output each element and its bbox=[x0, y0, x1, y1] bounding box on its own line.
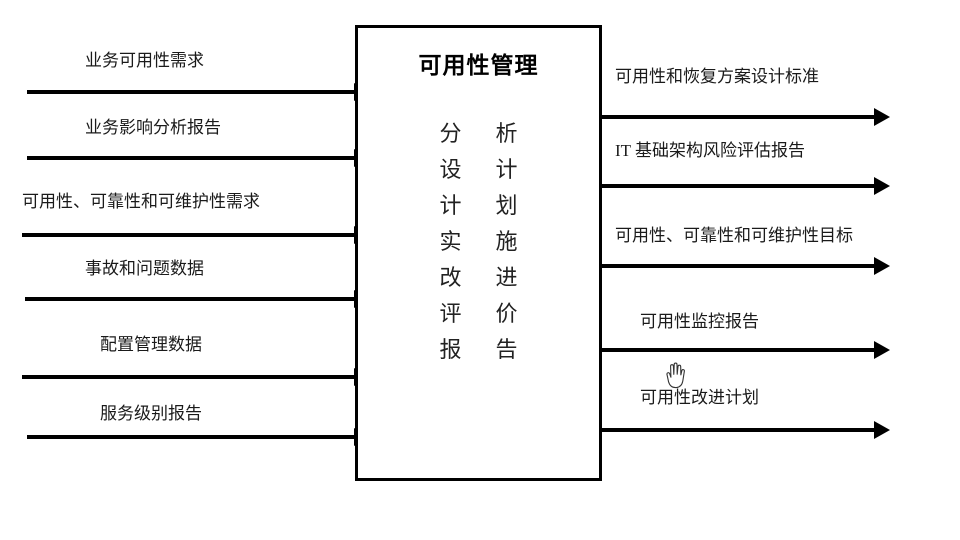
output-flow-label: 可用性监控报告 bbox=[640, 312, 759, 331]
activity-char-left: 实 bbox=[439, 230, 462, 255]
input-flow-line bbox=[22, 233, 354, 237]
activity-char-left: 计 bbox=[439, 194, 462, 219]
output-flow-label: 可用性改进计划 bbox=[640, 388, 759, 407]
activity-char-left: 分 bbox=[439, 122, 462, 147]
activity-char-right: 划 bbox=[495, 194, 518, 219]
activity-char-left: 设 bbox=[439, 158, 462, 183]
input-flow-label: 事故和问题数据 bbox=[85, 259, 204, 278]
activity-row: 实施 bbox=[358, 222, 599, 258]
activity-char-left: 报 bbox=[439, 338, 462, 363]
availability-management-process-box: 可用性管理 分析设计计划实施改进评价报告 bbox=[355, 25, 602, 481]
activity-list: 分析设计计划实施改进评价报告 bbox=[358, 114, 599, 366]
input-flow-line bbox=[27, 435, 354, 439]
activity-row: 报告 bbox=[358, 330, 599, 366]
output-flow-line bbox=[602, 428, 874, 432]
output-flow-line bbox=[602, 115, 874, 119]
activity-char-right: 计 bbox=[495, 158, 518, 183]
input-flow-label: 配置管理数据 bbox=[100, 335, 202, 354]
input-flow-label: 业务影响分析报告 bbox=[85, 118, 221, 137]
activity-char-left: 评 bbox=[439, 302, 462, 327]
output-flow-line bbox=[602, 348, 874, 352]
activity-char-right: 价 bbox=[495, 302, 518, 327]
input-flow-label: 业务可用性需求 bbox=[85, 51, 204, 70]
output-flow-line bbox=[602, 184, 874, 188]
input-flow-label: 可用性、可靠性和可维护性需求 bbox=[22, 192, 260, 211]
process-box-title: 可用性管理 bbox=[418, 53, 539, 79]
activity-row: 设计 bbox=[358, 150, 599, 186]
output-flow-line bbox=[602, 264, 874, 268]
hand-cursor-icon bbox=[662, 361, 688, 391]
input-flow-label: 服务级别报告 bbox=[100, 404, 202, 423]
output-flow-arrowhead-icon bbox=[874, 108, 890, 126]
input-flow-line bbox=[22, 375, 354, 379]
activity-char-right: 告 bbox=[495, 338, 518, 363]
output-flow-arrowhead-icon bbox=[874, 177, 890, 195]
activity-row: 分析 bbox=[358, 114, 599, 150]
output-flow-label: IT 基础架构风险评估报告 bbox=[615, 141, 805, 160]
output-flow-label: 可用性、可靠性和可维护性目标 bbox=[615, 226, 853, 245]
activity-char-right: 析 bbox=[495, 122, 518, 147]
input-flow-line bbox=[25, 297, 354, 301]
output-flow-arrowhead-icon bbox=[874, 257, 890, 275]
output-flow-label: 可用性和恢复方案设计标准 bbox=[615, 67, 819, 86]
activity-row: 评价 bbox=[358, 294, 599, 330]
output-flow-arrowhead-icon bbox=[874, 421, 890, 439]
input-flow-line bbox=[27, 156, 354, 160]
activity-char-left: 改 bbox=[439, 266, 462, 291]
activity-row: 计划 bbox=[358, 186, 599, 222]
output-flow-arrowhead-icon bbox=[874, 341, 890, 359]
input-flow-line bbox=[27, 90, 354, 94]
activity-char-right: 进 bbox=[495, 266, 518, 291]
activity-char-right: 施 bbox=[495, 230, 518, 255]
activity-row: 改进 bbox=[358, 258, 599, 294]
